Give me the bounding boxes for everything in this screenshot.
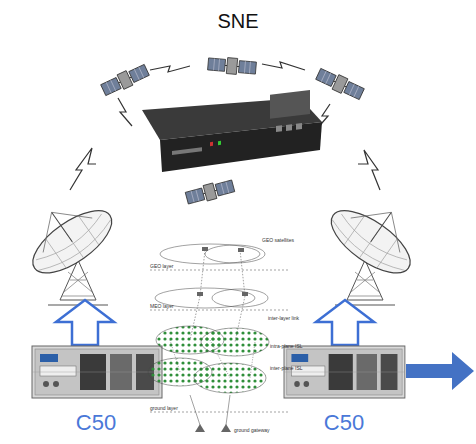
device-label: C50 — [324, 412, 364, 434]
layer-label: GEO layer — [150, 264, 173, 269]
layer-label: ground gateway — [234, 428, 270, 433]
device-node: C50 — [280, 344, 408, 434]
layer-label: inter-plane ISL — [270, 366, 303, 371]
device-node: C50 — [28, 344, 164, 434]
layer-label: MEO layer — [150, 304, 174, 309]
layer-label: ground layer — [150, 406, 178, 411]
layer-label: intra-plane ISL — [270, 344, 303, 349]
layer-label: inter-layer link — [268, 316, 299, 321]
layer-label: GEO satellites — [262, 238, 294, 243]
diagram-title: SNE — [0, 10, 476, 33]
device-label: C50 — [76, 412, 116, 434]
